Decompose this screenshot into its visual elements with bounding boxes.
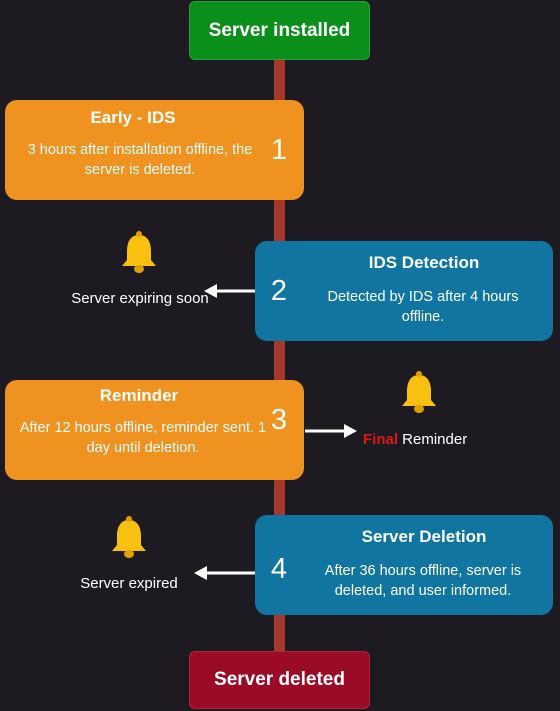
end-label: Server deleted bbox=[214, 669, 345, 690]
start-node: Server installed bbox=[189, 1, 370, 60]
step-1-description: 3 hours after installation offline, the … bbox=[27, 142, 253, 178]
arrow-right-icon bbox=[305, 424, 357, 438]
step-2-side-note: Server expiring soon bbox=[71, 290, 209, 307]
step-2-number: 2 bbox=[270, 275, 288, 307]
start-label: Server installed bbox=[208, 19, 351, 41]
step-4-title: Server Deletion bbox=[361, 527, 487, 546]
step-3-side-note: Final Reminder bbox=[363, 429, 503, 451]
step-2-title: IDS Detection bbox=[368, 253, 480, 272]
step-4-description: After 36 hours offline, server is delete… bbox=[324, 563, 522, 599]
timeline-spine bbox=[274, 55, 285, 660]
step-4-side-note: Server expired bbox=[80, 575, 178, 592]
step-1-title: Early - IDS bbox=[90, 108, 176, 127]
step-4-card: 4 Server Deletion After 36 hours offline… bbox=[255, 515, 553, 615]
step-1-number: 1 bbox=[270, 134, 288, 166]
step-3-description: After 12 hours offline, reminder sent. 1… bbox=[19, 420, 267, 456]
step-3-number: 3 bbox=[270, 404, 288, 436]
bell-icon bbox=[122, 231, 156, 273]
bell-icon bbox=[112, 516, 146, 558]
step-4-number: 4 bbox=[270, 553, 288, 585]
end-node: Server deleted bbox=[189, 651, 370, 709]
arrow-left-icon bbox=[204, 284, 256, 298]
step-3-title: Reminder bbox=[99, 386, 179, 405]
step-3-card: Reminder After 12 hours offline, reminde… bbox=[5, 380, 304, 480]
step-2-description: Detected by IDS after 4 hours offline. bbox=[327, 289, 519, 325]
reminder-word: Reminder bbox=[398, 431, 468, 448]
arrow-left-icon bbox=[194, 566, 256, 580]
step-1-card: Early - IDS 3 hours after installation o… bbox=[5, 100, 304, 200]
step-2-card: 2 IDS Detection Detected by IDS after 4 … bbox=[255, 241, 553, 341]
final-word: Final bbox=[363, 431, 399, 448]
bell-icon bbox=[402, 371, 436, 413]
